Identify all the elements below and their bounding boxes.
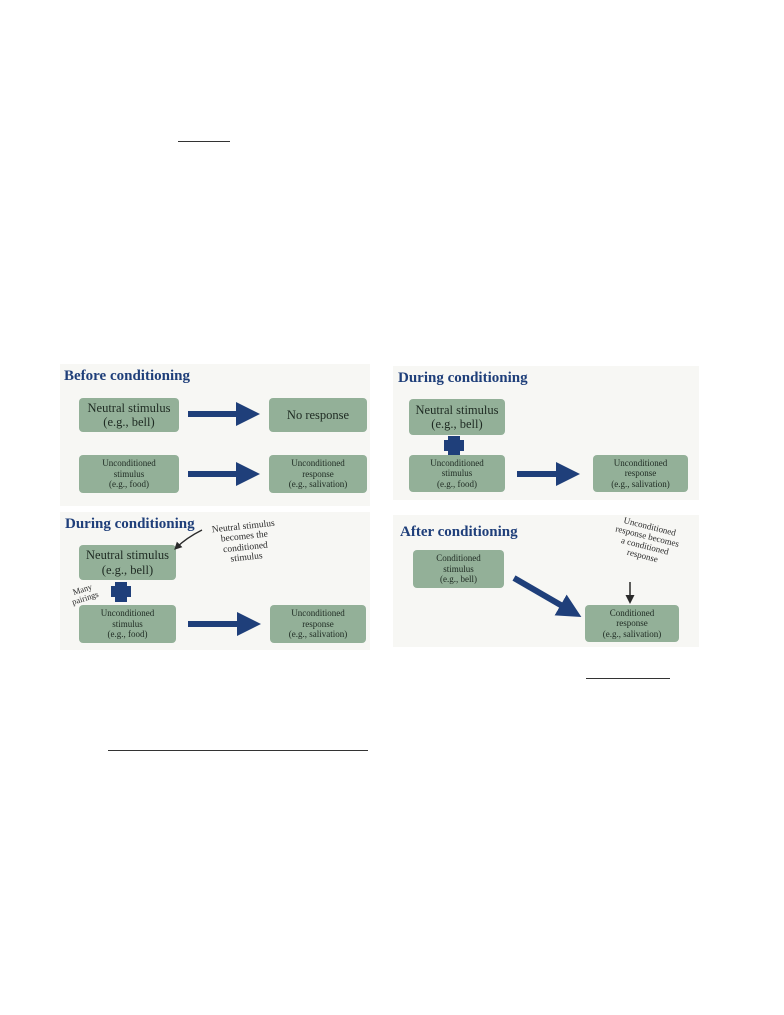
underline-right: [586, 678, 670, 679]
box-neutral-stimulus-top: Neutral stimulus (e.g., bell): [409, 399, 505, 435]
box-neutral-stimulus-bottom: Neutral stimulus (e.g., bell): [79, 545, 176, 580]
arrow-diagonal-icon: [512, 575, 582, 618]
plus-icon: [111, 582, 131, 602]
box-unconditioned-stimulus-bottom: Unconditioned stimulus (e.g., food): [79, 605, 176, 643]
box-neutral-stimulus: Neutral stimulus (e.g., bell): [79, 398, 179, 432]
box-unconditioned-response-top: Unconditioned response (e.g., salivation…: [593, 455, 688, 492]
box-conditioned-stimulus: Conditioned stimulus (e.g., bell): [413, 550, 504, 588]
panel-title-after: After conditioning: [400, 524, 518, 540]
panel-title-before: Before conditioning: [64, 368, 190, 384]
curved-arrow-icon: [174, 529, 203, 550]
plus-icon: [444, 436, 464, 455]
box-unconditioned-stimulus-top: Unconditioned stimulus (e.g., food): [409, 455, 505, 492]
panel-title-during-bottom: During conditioning: [65, 516, 195, 532]
underline-bottom: [108, 750, 368, 751]
panel-title-during-top: During conditioning: [398, 370, 528, 386]
box-no-response: No response: [269, 398, 367, 432]
box-unconditioned-stimulus: Unconditioned stimulus (e.g., food): [79, 455, 179, 493]
box-conditioned-response: Conditioned response (e.g., salivation): [585, 605, 679, 642]
underline-top: [178, 141, 230, 142]
box-unconditioned-response: Unconditioned response (e.g., salivation…: [269, 455, 367, 493]
box-unconditioned-response-bottom: Unconditioned response (e.g., salivation…: [270, 605, 366, 643]
